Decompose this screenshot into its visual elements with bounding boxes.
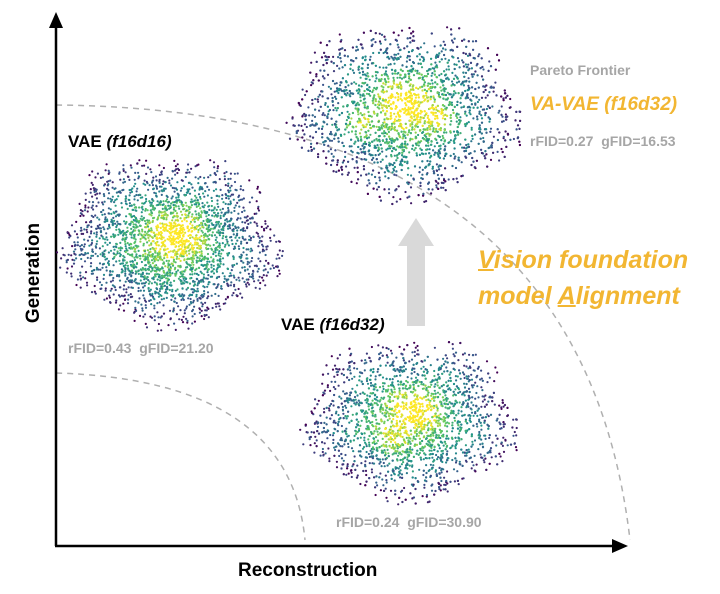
alignment-line-2: model Alignment (478, 278, 688, 314)
vae-f16d32-config: (f16d32) (319, 315, 385, 334)
vae-f16d16-latent-cloud (55, 159, 284, 332)
pareto-frontier-label: Pareto Frontier (530, 62, 631, 78)
alignment-line-1-rest: ision foundation (493, 246, 689, 274)
va-vae-rfid: rFID=0.27 (530, 133, 594, 149)
alignment-v-underlined: V (478, 246, 494, 274)
vae-f16d32-gfid: gFID=30.90 (407, 514, 482, 530)
alignment-line-1: Vision foundation (478, 242, 688, 278)
alignment-label: Vision foundation model Alignment (478, 242, 688, 314)
vae-f16d16-gfid: gFID=21.20 (139, 340, 214, 356)
va-vae-latent-cloud (285, 26, 522, 206)
vae-f16d16-config: (f16d16) (106, 132, 172, 151)
vae-f16d32-latent-cloud (299, 341, 518, 506)
alignment-line-2-rest: lignment (575, 282, 680, 310)
alignment-arrow-head (398, 218, 434, 246)
pareto-frontier-inner (55, 372, 306, 541)
va-vae-title: VA-VAE (f16d32) (530, 94, 678, 115)
alignment-arrow-shaft (407, 244, 425, 326)
pareto-frontier-outer (55, 104, 631, 541)
vae-f16d16-name: VAE (68, 132, 102, 151)
vae-f16d32-title: VAE (f16d32) (281, 315, 385, 335)
alignment-line-2-start: model (478, 282, 558, 310)
vae-f16d16-title: VAE (f16d16) (68, 132, 172, 152)
va-vae-stats: rFID=0.27 gFID=16.53 (530, 133, 676, 149)
y-axis-arrowhead (49, 12, 63, 28)
vae-f16d16-rfid: rFID=0.43 (68, 340, 132, 356)
vae-f16d32-name: VAE (281, 315, 315, 334)
vae-f16d16-stats: rFID=0.43 gFID=21.20 (68, 340, 214, 356)
x-axis-arrowhead (612, 539, 628, 553)
x-axis-label: Reconstruction (238, 560, 378, 581)
va-vae-gfid: gFID=16.53 (601, 133, 676, 149)
vae-f16d32-rfid: rFID=0.24 (336, 514, 400, 530)
alignment-a-underlined: A (557, 282, 576, 310)
y-axis-label: Generation (23, 222, 44, 324)
vae-f16d32-stats: rFID=0.24 gFID=30.90 (336, 514, 482, 530)
